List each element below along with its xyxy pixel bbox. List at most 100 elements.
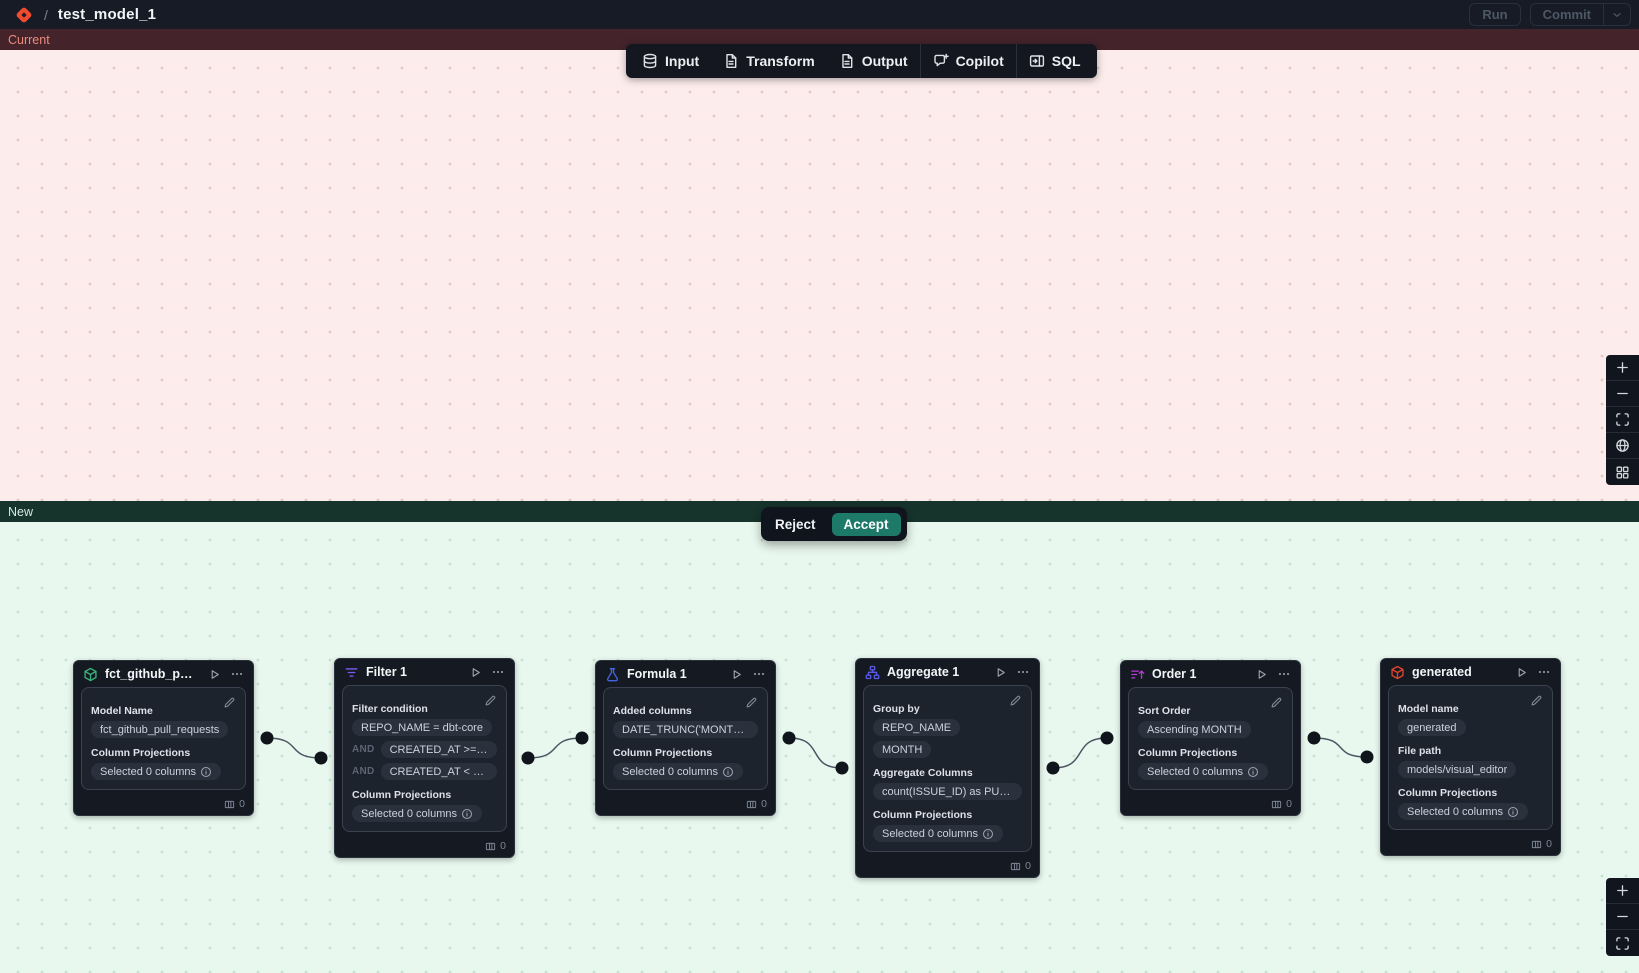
- ellipsis-icon: [1277, 667, 1291, 681]
- run-button[interactable]: Run: [1469, 3, 1521, 26]
- reject-button[interactable]: Reject: [765, 513, 826, 536]
- accept-button[interactable]: Accept: [831, 512, 901, 536]
- info-icon[interactable]: [1247, 766, 1259, 778]
- toolbar-item-input[interactable]: Input: [630, 44, 711, 78]
- current-canvas[interactable]: [0, 50, 1639, 501]
- input-port[interactable]: [835, 761, 849, 775]
- node-menu-button[interactable]: [1276, 666, 1292, 682]
- node-title: fct_github_pull_requests: [105, 667, 200, 681]
- dbt-logo-icon[interactable]: [14, 5, 34, 25]
- commit-dropdown-button[interactable]: [1603, 4, 1630, 25]
- ellipsis-icon: [491, 665, 505, 679]
- edit-node-button[interactable]: [483, 693, 498, 708]
- zoom-out-icon: [1615, 386, 1630, 401]
- config-row: Selected 0 columns: [352, 805, 497, 822]
- output-port[interactable]: [521, 751, 535, 765]
- play-node-button[interactable]: [1514, 665, 1529, 680]
- config-row: Selected 0 columns: [613, 763, 758, 780]
- edit-node-button[interactable]: [222, 695, 237, 710]
- zoom-out-button[interactable]: [1606, 381, 1639, 407]
- fit-view-icon: [1615, 412, 1630, 427]
- input-port[interactable]: [1100, 731, 1114, 745]
- toolbar-item-transform[interactable]: Transform: [711, 44, 826, 78]
- toolbar-divider: [1015, 44, 1017, 78]
- node-header: Aggregate 1: [856, 659, 1039, 685]
- play-node-button[interactable]: [993, 665, 1008, 680]
- info-icon[interactable]: [1507, 806, 1519, 818]
- play-node-button[interactable]: [468, 665, 483, 680]
- info-icon[interactable]: [722, 766, 734, 778]
- config-value-pill: count(ISSUE_ID) as PULL_REQUEST_…: [873, 783, 1022, 800]
- row-count: 0: [1025, 860, 1031, 872]
- sort-ascending-icon: [1130, 667, 1145, 682]
- sql-panel-icon: [1029, 53, 1045, 69]
- input-port[interactable]: [1360, 750, 1374, 764]
- row-count: 0: [1546, 838, 1552, 850]
- breadcrumb-separator: /: [44, 6, 48, 23]
- commit-button-group: Commit: [1529, 3, 1631, 26]
- node-menu-button[interactable]: [490, 664, 506, 680]
- grid-button[interactable]: [1606, 459, 1639, 485]
- edit-node-button[interactable]: [744, 695, 759, 710]
- globe-button[interactable]: [1606, 433, 1639, 459]
- toolbar-item-sql[interactable]: SQL: [1017, 44, 1093, 78]
- config-value-pill: Selected 0 columns: [91, 763, 221, 780]
- play-node-button[interactable]: [1254, 667, 1269, 682]
- toolbar-item-output[interactable]: Output: [827, 44, 920, 78]
- toolbar-item-label: Input: [665, 53, 700, 69]
- commit-button[interactable]: Commit: [1531, 4, 1603, 25]
- output-port[interactable]: [260, 731, 274, 745]
- node-menu-button[interactable]: [1015, 664, 1031, 680]
- section-label: Column Projections: [613, 747, 713, 759]
- node-menu-button[interactable]: [229, 666, 245, 682]
- node-footer: 0: [1381, 836, 1560, 855]
- zoom-in-button[interactable]: [1606, 878, 1639, 904]
- edit-node-button[interactable]: [1529, 693, 1544, 708]
- play-icon: [469, 666, 482, 679]
- node-header: fct_github_pull_requests: [74, 661, 253, 687]
- zoom-out-button[interactable]: [1606, 904, 1639, 930]
- node-header: Filter 1: [335, 659, 514, 685]
- toolbar-item-copilot[interactable]: Copilot: [921, 44, 1016, 78]
- input-port[interactable]: [314, 751, 328, 765]
- fit-view-button[interactable]: [1606, 407, 1639, 433]
- config-row: Ascending MONTH: [1138, 721, 1283, 738]
- play-node-button[interactable]: [207, 667, 222, 682]
- output-port[interactable]: [782, 731, 796, 745]
- info-icon[interactable]: [982, 828, 994, 840]
- sitemap-icon: [865, 665, 880, 680]
- output-port[interactable]: [1307, 731, 1321, 745]
- play-icon: [208, 668, 221, 681]
- info-icon[interactable]: [461, 808, 473, 820]
- node-source[interactable]: fct_github_pull_requestsModel Namefct_gi…: [73, 660, 254, 816]
- input-port[interactable]: [575, 731, 589, 745]
- play-node-button[interactable]: [729, 667, 744, 682]
- edit-node-button[interactable]: [1008, 693, 1023, 708]
- config-value-pill: Selected 0 columns: [352, 805, 482, 822]
- play-icon: [994, 666, 1007, 679]
- output-port[interactable]: [1046, 761, 1060, 775]
- node-menu-button[interactable]: [1536, 664, 1552, 680]
- ellipsis-icon: [230, 667, 244, 681]
- node-menu-button[interactable]: [751, 666, 767, 682]
- config-row: Selected 0 columns: [1398, 803, 1543, 820]
- row-count: 0: [500, 840, 506, 852]
- top-bar-actions: Run Commit: [1469, 3, 1631, 26]
- info-icon[interactable]: [200, 766, 212, 778]
- toolbar-item-label: Transform: [746, 53, 815, 69]
- edit-node-button[interactable]: [1269, 695, 1284, 710]
- zoom-in-button[interactable]: [1606, 355, 1639, 381]
- fit-view-button[interactable]: [1606, 930, 1639, 956]
- section-label: Model Name: [91, 705, 153, 717]
- node-header: Order 1: [1121, 661, 1300, 687]
